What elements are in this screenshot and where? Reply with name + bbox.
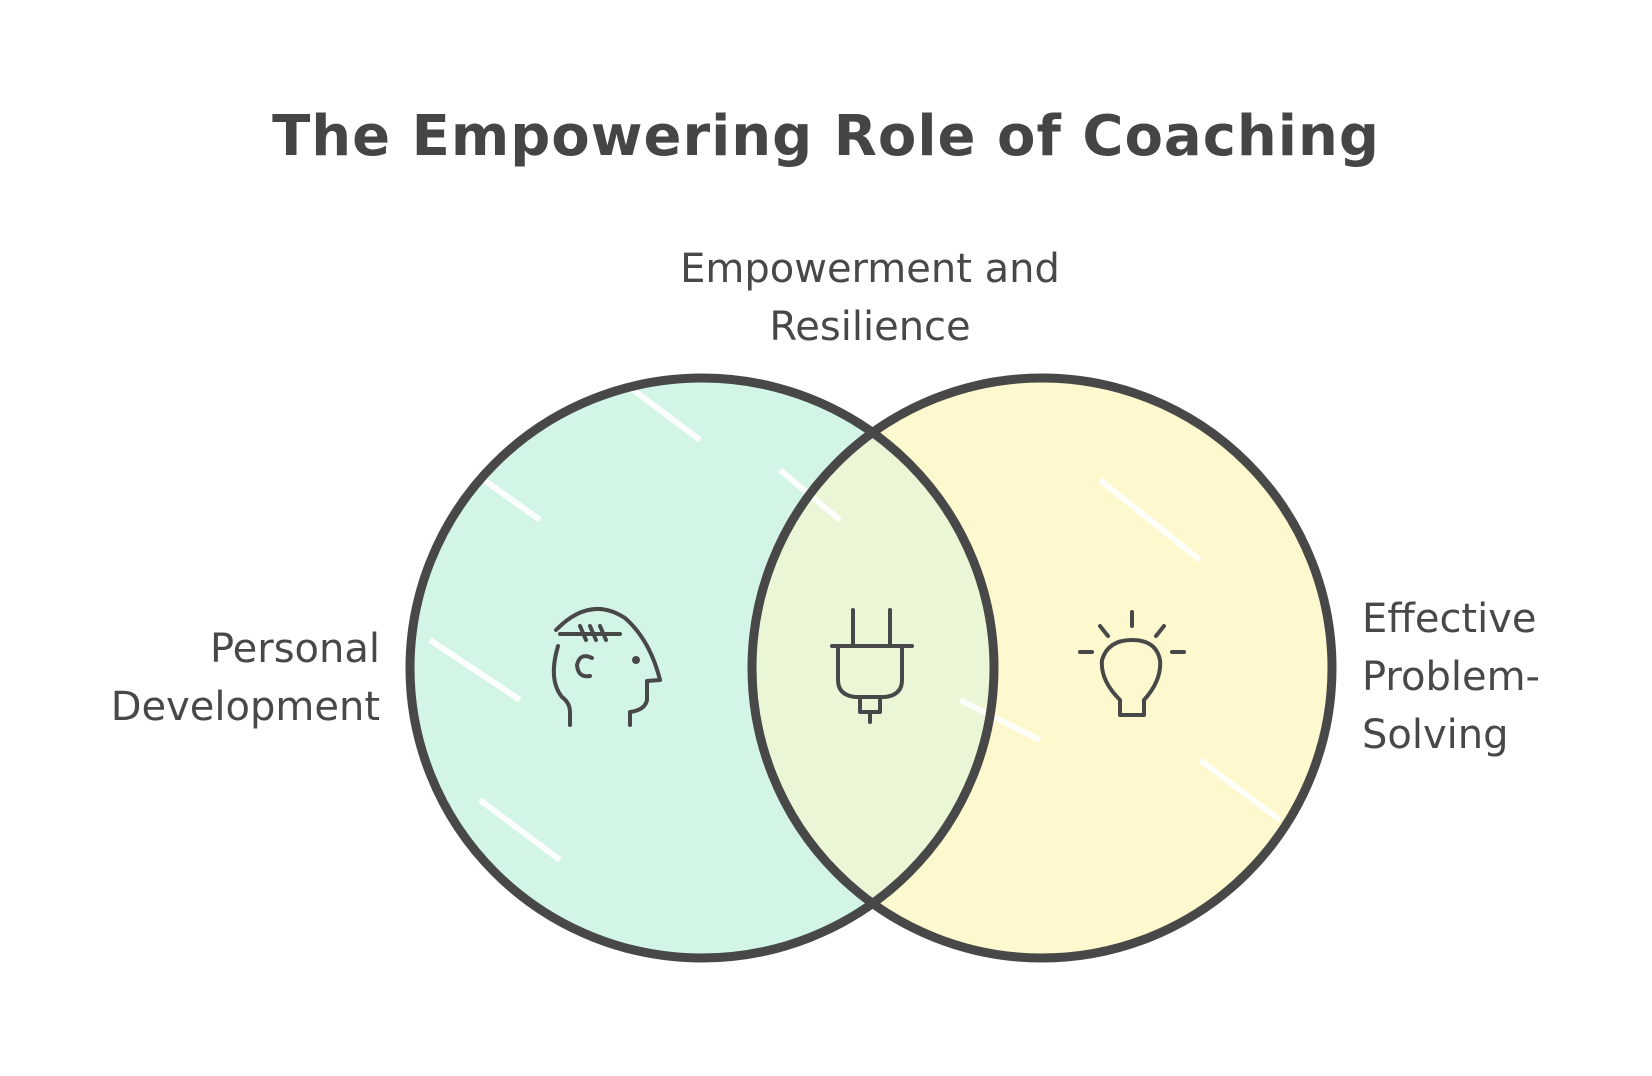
right-circle-outline — [747, 373, 1337, 963]
right-label-line: Solving — [1362, 712, 1509, 758]
diagram-title: The Empowering Role of Coaching — [272, 104, 1380, 169]
left-label-line: Personal — [209, 626, 380, 672]
right-label-line: Effective — [1362, 596, 1537, 642]
lightbulb-icon — [1078, 610, 1186, 717]
overlap-fill — [752, 378, 994, 958]
intersection-label-line: Empowerment and — [680, 246, 1060, 292]
left-set-label: Personal Development — [40, 620, 380, 736]
intersection-label-line: Resilience — [769, 304, 971, 350]
left-circle-outline — [405, 373, 999, 963]
left-label-line: Development — [110, 684, 380, 730]
intersection-label: Empowerment and Resilience — [560, 240, 1180, 356]
right-label-line: Problem- — [1362, 654, 1540, 700]
plug-icon — [830, 608, 914, 724]
right-set-label: Effective Problem- Solving — [1362, 590, 1652, 764]
head-icon — [551, 606, 662, 727]
